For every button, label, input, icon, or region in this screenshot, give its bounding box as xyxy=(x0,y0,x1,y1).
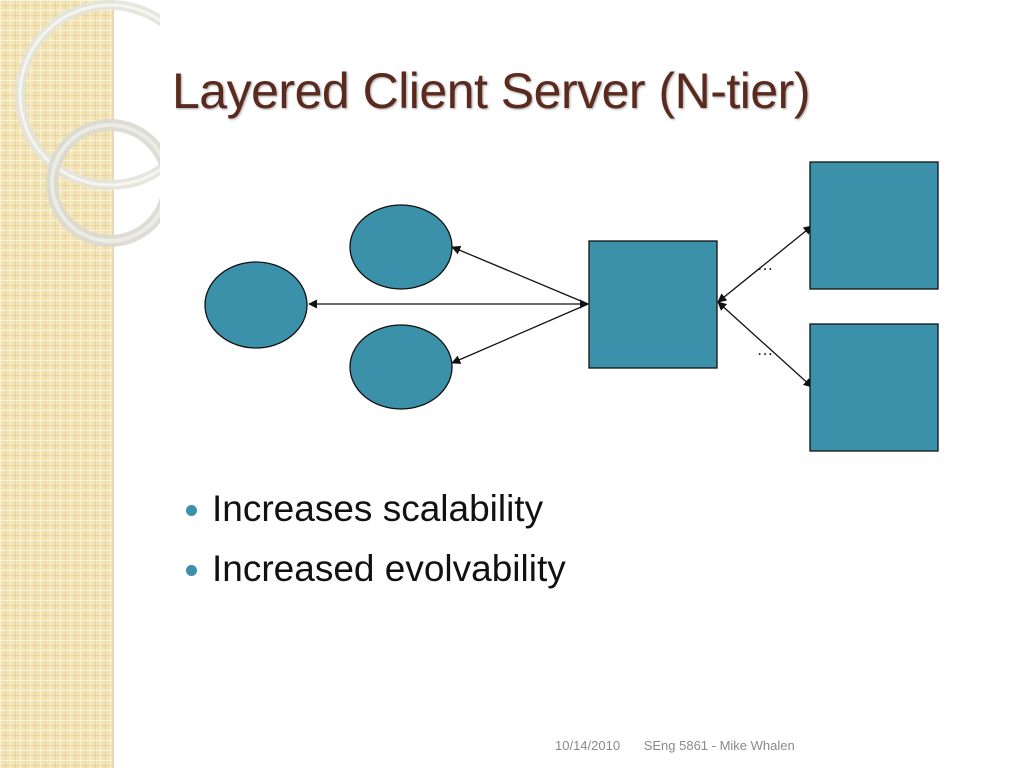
footer-date: 10/14/2010 xyxy=(555,738,621,753)
decorative-ring-small-highlight xyxy=(50,123,160,243)
slide-title: Layered Client Server (N-tier) xyxy=(172,63,810,119)
bullet-dot-icon xyxy=(186,565,197,576)
server-node-middle xyxy=(588,240,718,369)
bullet-item-evolvability: Increased evolvability xyxy=(186,548,566,590)
connector-server-to-tier-bottom xyxy=(717,301,813,388)
ellipsis-label-top: … xyxy=(757,257,773,274)
connector-server-to-tier-top xyxy=(717,225,813,303)
connector-client-bottom-to-server xyxy=(451,303,589,364)
bullet-item-scalability: Increases scalability xyxy=(186,488,566,530)
footer-course: SEng 5861 - Mike Whalen xyxy=(643,738,795,753)
bullet-list: Increases scalability Increased evolvabi… xyxy=(186,488,566,608)
ellipsis-label-bottom: … xyxy=(757,342,773,359)
bullet-text: Increased evolvability xyxy=(212,548,566,589)
decorative-ring-large-highlight xyxy=(18,3,160,187)
bullet-dot-icon xyxy=(186,505,197,516)
client-node-top xyxy=(349,204,453,290)
bullet-text: Increases scalability xyxy=(212,488,544,529)
client-node-left xyxy=(204,261,308,349)
side-strip-edge xyxy=(112,0,114,768)
tier-node-top xyxy=(809,161,939,290)
decorative-rings xyxy=(15,0,160,247)
client-node-bottom xyxy=(349,324,453,410)
slide-footer: 10/14/2010 SEng 5861 - Mike Whalen xyxy=(555,738,795,753)
tier-node-bottom xyxy=(809,323,939,452)
connector-client-top-to-server xyxy=(451,245,589,305)
